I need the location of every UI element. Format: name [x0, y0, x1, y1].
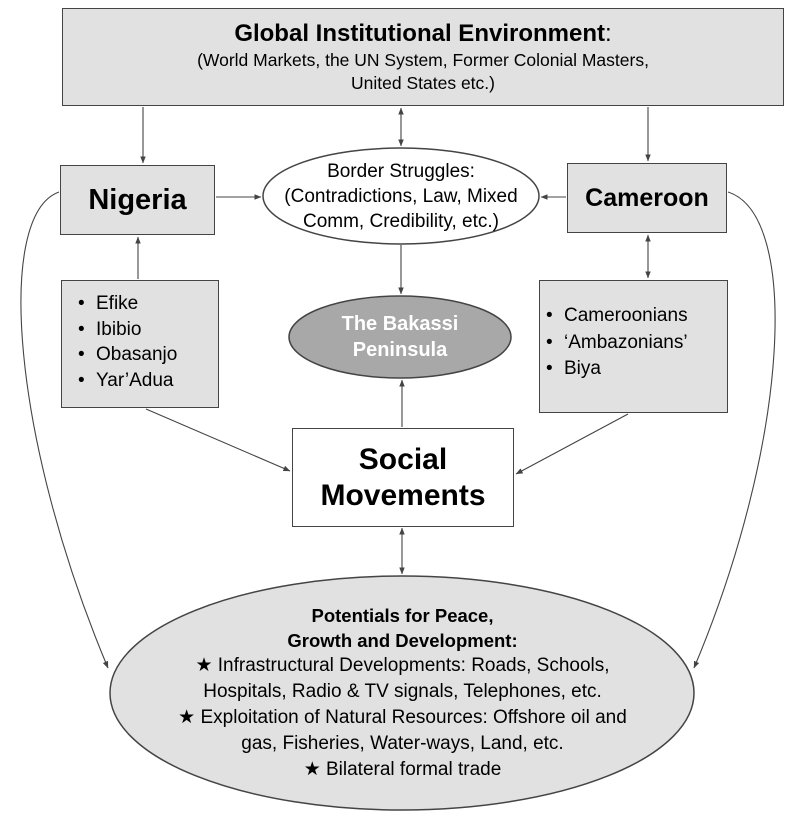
- list-item: Biya: [546, 356, 688, 383]
- cameroon-label: Cameroon: [585, 183, 709, 212]
- potentials-line: Hospitals, Radio & TV signals, Telephone…: [203, 681, 602, 702]
- nigeria-box: Nigeria: [60, 165, 215, 235]
- arrow-cameroon-to-potentials: [693, 191, 776, 669]
- potentials-ellipse: [109, 575, 695, 811]
- border-struggles-text: Border Struggles: (Contradictions, Law, …: [263, 148, 539, 244]
- cameroon-actors-box: Cameroonians ‘Ambazonians’ Biya: [539, 280, 728, 413]
- border-struggles-detail-line: Comm, Credibility, etc.): [302, 210, 499, 232]
- bakassi-line: Peninsula: [352, 339, 448, 361]
- border-struggles-ellipse: [262, 147, 540, 245]
- arrow-nigeria-to-potentials: [20, 191, 109, 669]
- bakassi-peninsula-label: The Bakassi Peninsula: [289, 296, 511, 378]
- list-item: ‘Ambazonians’: [546, 330, 688, 357]
- nigeria-actors-list: Efike Ibibio Obasanjo Yar’Adua: [78, 291, 177, 393]
- potentials-line: gas, Fisheries, Water-ways, Land, etc.: [241, 733, 564, 754]
- border-struggles-title: Border Struggles:: [327, 160, 475, 182]
- potentials-line: ★ Infrastructural Developments: Roads, S…: [195, 655, 610, 676]
- social-movements-title: Social Movements: [320, 442, 486, 512]
- nigeria-label: Nigeria: [88, 183, 187, 216]
- cameroon-actors-list: Cameroonians ‘Ambazonians’ Biya: [546, 303, 688, 383]
- potentials-line: ★ Bilateral formal trade: [303, 759, 502, 780]
- nigeria-actors-box: Efike Ibibio Obasanjo Yar’Adua: [61, 280, 219, 408]
- global-environment-title: Global Institutional Environment:: [234, 20, 612, 47]
- bakassi-line: The Bakassi: [341, 313, 459, 335]
- global-environment-box: Global Institutional Environment: (World…: [62, 8, 784, 106]
- cameroon-box: Cameroon: [567, 163, 727, 233]
- potentials-text: Potentials for Peace, Growth and Develop…: [110, 576, 695, 810]
- global-environment-subtitle: (World Markets, the UN System, Former Co…: [197, 50, 649, 93]
- potentials-line: ★ Exploitation of Natural Resources: Off…: [178, 707, 627, 728]
- potentials-heading: Potentials for Peace, Growth and Develop…: [287, 605, 518, 651]
- list-item: Yar’Adua: [78, 368, 177, 394]
- bakassi-ellipse: [288, 295, 512, 379]
- list-item: Obasanjo: [78, 342, 177, 368]
- list-item: Efike: [78, 291, 177, 317]
- list-item: Cameroonians: [546, 303, 688, 330]
- arrow-cameroon-list-to-social: [515, 413, 629, 475]
- arrow-nigeria-list-to-social: [145, 408, 291, 472]
- social-movements-box: Social Movements: [292, 428, 514, 527]
- border-struggles-detail-line: (Contradictions, Law, Mixed: [284, 185, 518, 207]
- list-item: Ibibio: [78, 317, 177, 343]
